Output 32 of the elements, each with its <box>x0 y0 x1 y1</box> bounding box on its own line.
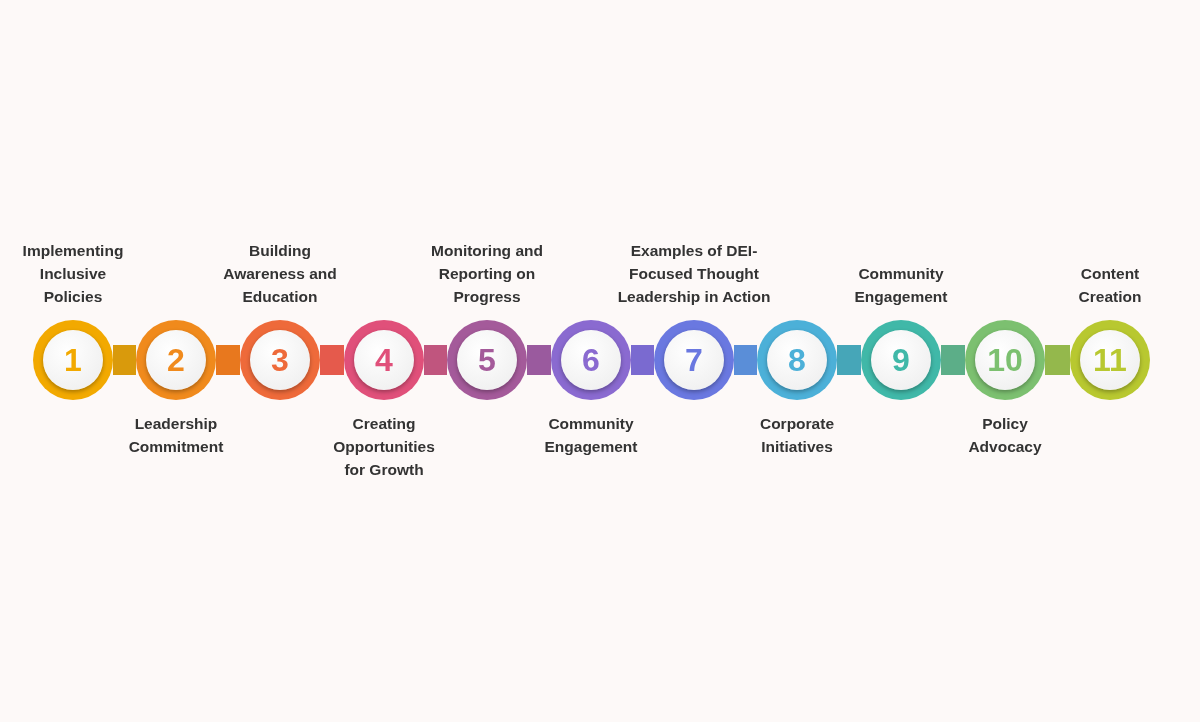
step-number: 10 <box>975 330 1035 390</box>
step-number: 4 <box>354 330 414 390</box>
ribbon-connector <box>734 345 757 375</box>
step-number: 1 <box>43 330 103 390</box>
step-label: Monitoring and Reporting on Progress <box>430 241 544 307</box>
ribbon-connector <box>424 345 447 375</box>
step-number: 6 <box>561 330 621 390</box>
ribbon-connector <box>941 345 965 375</box>
step-number: 2 <box>146 330 206 390</box>
step-label: Implementing Inclusive Policies <box>21 241 125 307</box>
ribbon-connector <box>320 345 344 375</box>
step-label: Examples of DEI-Focused Thought Leadership in Action <box>616 241 772 307</box>
step-number: 7 <box>664 330 724 390</box>
step-label: Building Awareness and Education <box>222 241 338 307</box>
ribbon-connector <box>216 345 240 375</box>
step-number: 11 <box>1080 330 1140 390</box>
step-label: Community Engagement <box>543 414 639 457</box>
step-label: Creating Opportunities for Growth <box>332 414 436 480</box>
ribbon-connector <box>1045 345 1070 375</box>
ribbon-connector <box>631 345 654 375</box>
ribbon-connector <box>837 345 861 375</box>
step-number: 3 <box>250 330 310 390</box>
step-label: Community Engagement <box>853 264 949 307</box>
step-number: 5 <box>457 330 517 390</box>
step-label: Leadership Commitment <box>127 414 225 457</box>
step-label: Corporate Initiatives <box>758 414 836 457</box>
ribbon-connector <box>527 345 551 375</box>
step-label: Content Creation <box>1077 264 1143 307</box>
step-number: 9 <box>871 330 931 390</box>
ribbon-connector <box>113 345 136 375</box>
step-number: 8 <box>767 330 827 390</box>
step-label: Policy Advocacy <box>967 414 1043 457</box>
